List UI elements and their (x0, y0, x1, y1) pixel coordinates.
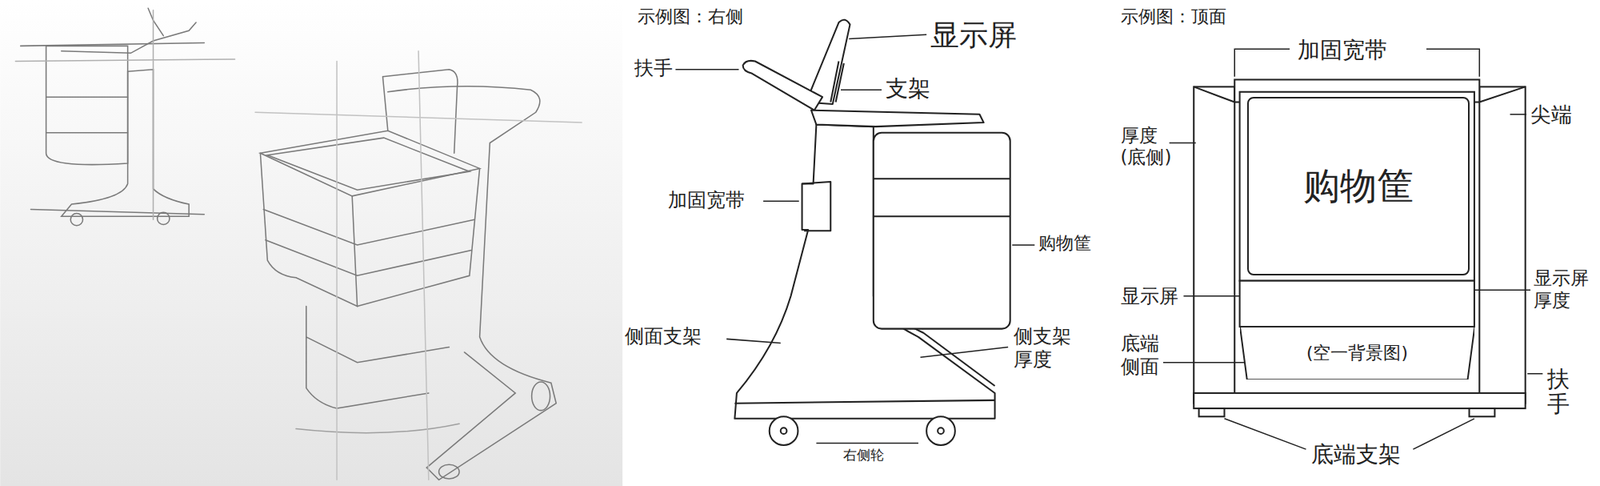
part-label: 底端 侧面 (1120, 332, 1166, 379)
trapezoid-area: (空一背景图) (1240, 326, 1475, 380)
side-view-drawing (734, 20, 1010, 445)
node-text: 购物筐 (1303, 164, 1414, 208)
trapezoid-shape (1240, 326, 1475, 380)
part-label: 显示屏 (930, 18, 1017, 53)
part-label: 加固宽带 (668, 188, 745, 212)
sketch-paper (0, 0, 623, 486)
part-label: 显示屏 (1120, 284, 1179, 308)
part-label: 尖端 (1530, 102, 1572, 128)
part-label: 扶手 (1547, 367, 1570, 417)
top-view-drawing (1193, 79, 1525, 416)
part-label: 显示屏 厚度 (1533, 267, 1592, 312)
part-label: 侧支架 厚度 (1013, 324, 1076, 372)
part-label: 侧面支架 (624, 324, 702, 348)
part-label: 加固宽带 (1297, 36, 1388, 64)
part-label: 底端支架 (1311, 440, 1401, 468)
leader-lines (1163, 48, 1543, 449)
pencil-sketch (15, 8, 582, 480)
part-label: 购物筐 (1038, 232, 1092, 254)
node-text: (空一背景图) (1306, 342, 1408, 364)
part-label: 扶手 (634, 56, 673, 80)
part-label: 右侧轮 (843, 447, 884, 464)
part-label: 厚度 (底侧) (1120, 124, 1176, 169)
basket-box: 购物筐 (1247, 96, 1470, 276)
leader-lines (675, 34, 1035, 443)
view-heading: 示例图：右侧 (637, 6, 744, 28)
view-heading: 示例图：顶面 (1120, 6, 1227, 28)
part-label: 支架 (885, 75, 931, 103)
